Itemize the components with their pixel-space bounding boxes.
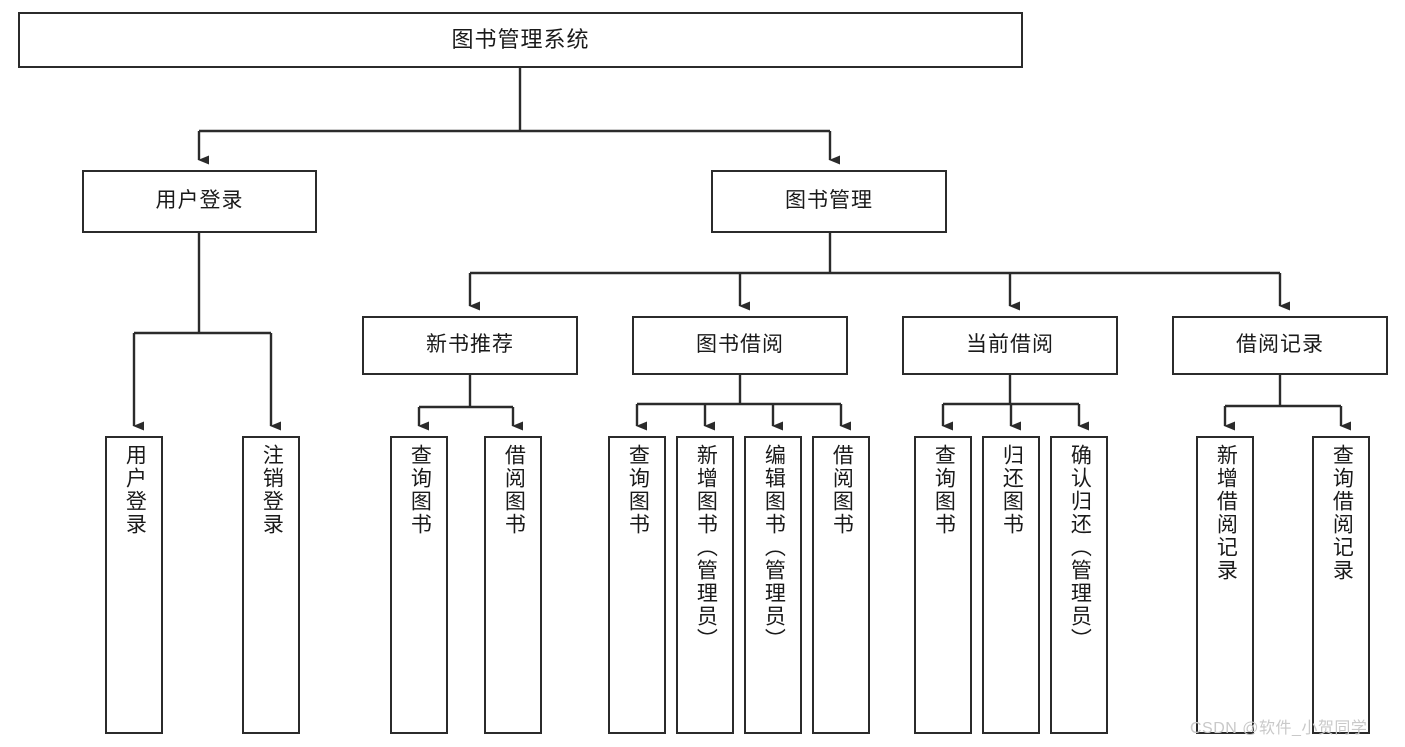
node-label: 查询图书 bbox=[408, 444, 432, 536]
leaf-borrow-record-query[interactable]: 查询借阅记录 bbox=[1312, 436, 1370, 734]
leaf-new-book-borrow[interactable]: 借阅图书 bbox=[484, 436, 542, 734]
node-label: 图书借阅 bbox=[696, 333, 784, 357]
node-label: 借阅图书 bbox=[502, 444, 526, 536]
node-label: 归还图书 bbox=[1000, 444, 1024, 536]
node-label: 查询图书 bbox=[932, 444, 956, 536]
leaf-book-borrow-add[interactable]: 新增图书（管理员） bbox=[676, 436, 734, 734]
leaf-book-borrow-query[interactable]: 查询图书 bbox=[608, 436, 666, 734]
node-label: 借阅记录 bbox=[1236, 333, 1324, 357]
node-label: 编辑图书（管理员） bbox=[762, 444, 786, 651]
leaf-book-borrow-edit[interactable]: 编辑图书（管理员） bbox=[744, 436, 802, 734]
node-label: 新书推荐 bbox=[426, 333, 514, 357]
node-label: 图书管理系统 bbox=[451, 27, 590, 53]
node-label: 新增图书（管理员） bbox=[694, 444, 718, 651]
node-current-borrow[interactable]: 当前借阅 bbox=[902, 316, 1118, 375]
node-user-login[interactable]: 用户登录 bbox=[82, 170, 317, 233]
leaf-current-borrow-return[interactable]: 归还图书 bbox=[982, 436, 1040, 734]
node-label: 用户登录 bbox=[123, 444, 147, 536]
leaf-user-login-logout[interactable]: 注销登录 bbox=[242, 436, 300, 734]
leaf-user-login-login[interactable]: 用户登录 bbox=[105, 436, 163, 734]
node-label: 新增借阅记录 bbox=[1214, 444, 1238, 582]
node-borrow-record[interactable]: 借阅记录 bbox=[1172, 316, 1388, 375]
node-label: 借阅图书 bbox=[830, 444, 854, 536]
node-label: 确认归还（管理员） bbox=[1068, 444, 1092, 651]
node-new-book-recommend[interactable]: 新书推荐 bbox=[362, 316, 578, 375]
node-root-book-management-system[interactable]: 图书管理系统 bbox=[18, 12, 1023, 68]
leaf-current-borrow-query[interactable]: 查询图书 bbox=[914, 436, 972, 734]
node-label: 图书管理 bbox=[785, 189, 873, 213]
node-book-borrow[interactable]: 图书借阅 bbox=[632, 316, 848, 375]
node-label: 用户登录 bbox=[155, 189, 244, 213]
leaf-borrow-record-add[interactable]: 新增借阅记录 bbox=[1196, 436, 1254, 734]
node-label: 当前借阅 bbox=[966, 333, 1054, 357]
leaf-new-book-query[interactable]: 查询图书 bbox=[390, 436, 448, 734]
leaf-book-borrow-borrow[interactable]: 借阅图书 bbox=[812, 436, 870, 734]
node-label: 查询借阅记录 bbox=[1330, 444, 1354, 582]
node-label: 注销登录 bbox=[260, 444, 284, 536]
node-book-management[interactable]: 图书管理 bbox=[711, 170, 947, 233]
node-label: 查询图书 bbox=[626, 444, 650, 536]
leaf-current-borrow-confirm-return[interactable]: 确认归还（管理员） bbox=[1050, 436, 1108, 734]
